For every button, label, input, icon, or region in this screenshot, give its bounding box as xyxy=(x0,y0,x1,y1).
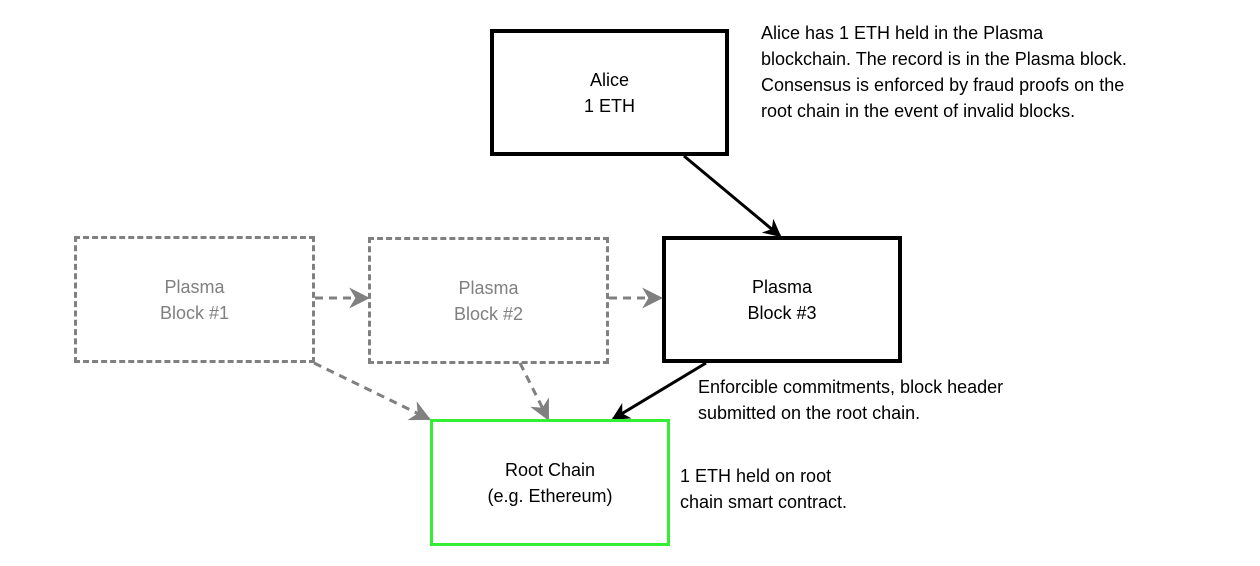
node-plasma-block-3[interactable]: Plasma Block #3 xyxy=(662,236,902,363)
node-alice-line2: 1 ETH xyxy=(583,95,635,116)
node-block3-line2: Block #3 xyxy=(747,302,817,323)
node-root-chain[interactable]: Root Chain (e.g. Ethereum) xyxy=(430,419,670,546)
alice-note-line: blockchain. The record is in the Plasma … xyxy=(761,49,1127,69)
node-alice[interactable]: Alice 1 ETH xyxy=(490,29,729,156)
root-note: 1 ETH held on root chain smart contract. xyxy=(680,463,847,515)
root-note-line: 1 ETH held on root xyxy=(680,466,832,486)
node-block2-line2: Block #2 xyxy=(453,303,524,324)
edge-block2-to-root xyxy=(518,362,550,421)
node-block1-line1: Plasma xyxy=(164,276,225,297)
edge-alice-to-block3 xyxy=(683,154,782,238)
alice-note-line: root chain in the event of invalid block… xyxy=(761,101,1076,121)
node-alice-line1: Alice xyxy=(589,69,629,90)
commit-note-line: submitted on the root chain. xyxy=(698,403,921,423)
node-block3-line1: Plasma xyxy=(751,276,813,297)
commit-note-line: Enforcible commitments, block header xyxy=(698,377,1004,397)
alice-note-line: Alice has 1 ETH held in the Plasma xyxy=(761,23,1044,43)
root-note-line: chain smart contract. xyxy=(680,492,848,512)
node-block2-line1: Plasma xyxy=(458,277,519,298)
edge-block1-to-root xyxy=(313,361,431,421)
node-root-line1: Root Chain xyxy=(504,459,596,480)
edge-block3-to-root xyxy=(611,361,707,421)
commit-note: Enforcible commitments, block header sub… xyxy=(698,374,1003,426)
node-block1-line2: Block #1 xyxy=(159,302,230,323)
alice-note-line: Consensus is enforced by fraud proofs on… xyxy=(761,75,1125,95)
node-plasma-block-2[interactable]: Plasma Block #2 xyxy=(368,237,609,364)
node-root-line2: (e.g. Ethereum) xyxy=(487,485,613,506)
node-plasma-block-1[interactable]: Plasma Block #1 xyxy=(74,236,315,363)
alice-note: Alice has 1 ETH held in the Plasma block… xyxy=(761,20,1127,124)
